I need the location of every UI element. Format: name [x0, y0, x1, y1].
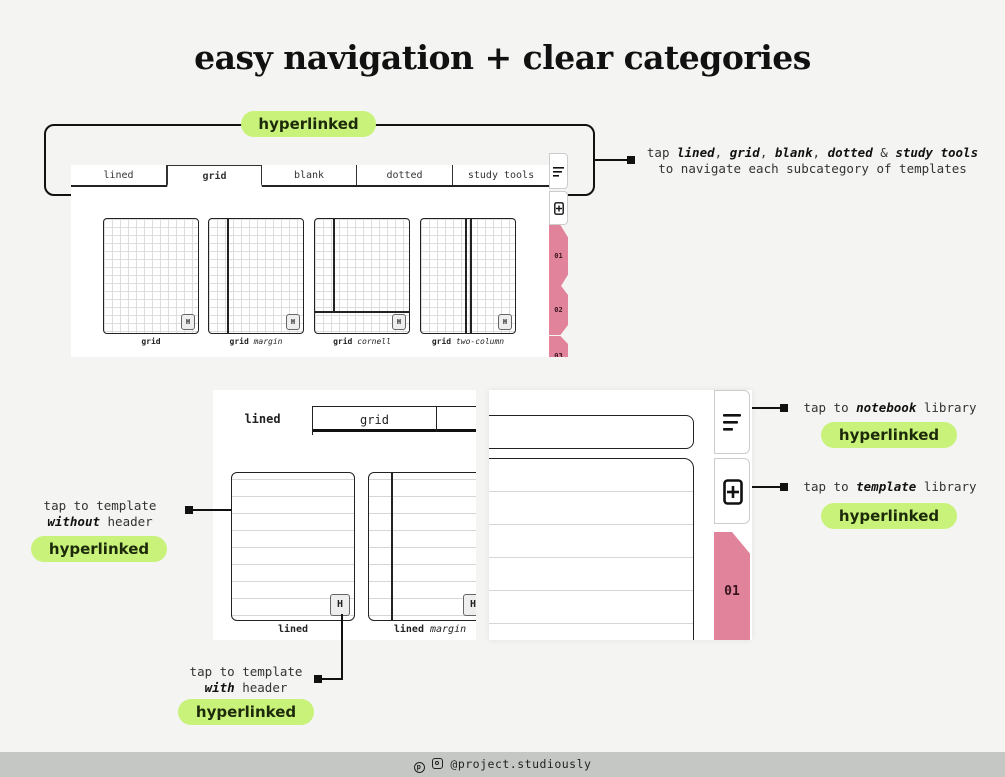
callout-line	[341, 614, 343, 680]
callout-dot	[185, 506, 193, 514]
search-bar	[489, 415, 694, 449]
hyperlinked-badge-tabs: hyperlinked	[241, 111, 376, 137]
template-caption: lined margin	[393, 624, 467, 635]
pinterest-icon[interactable]: p	[413, 762, 425, 773]
notebook-list	[489, 458, 694, 640]
tab-dotted[interactable]: dotted	[357, 165, 453, 185]
side-rail-panel: 01	[489, 390, 752, 640]
header-button[interactable]: H	[330, 594, 350, 616]
page-title: easy navigation + clear categories	[194, 38, 811, 77]
hyperlinked-badge-without-header: hyperlinked	[31, 536, 167, 562]
callout-line	[190, 509, 232, 511]
template-caption: grid margin	[229, 337, 283, 346]
category-tab-bar	[213, 406, 476, 432]
notebook-library-tab[interactable]	[549, 153, 568, 189]
template-grid-margin[interactable]: H	[208, 218, 304, 334]
instagram-icon[interactable]	[431, 758, 443, 769]
tab-study-tools[interactable]: study tools	[467, 170, 535, 181]
callout-dot	[780, 483, 788, 491]
template-caption: grid cornell	[333, 337, 391, 346]
callout-line	[318, 678, 343, 680]
notebook-library-tab[interactable]	[714, 390, 750, 454]
side-tab-03[interactable]: 03	[549, 336, 568, 357]
tab-blank[interactable]: blank	[262, 165, 357, 185]
menu-lines-icon	[723, 414, 741, 431]
tabs-callout-note: tap lined, grid, blank, dotted & study t…	[646, 145, 979, 176]
callout-line	[752, 486, 784, 488]
callout-dot	[627, 156, 635, 164]
column-divider	[465, 219, 467, 333]
category-tab-bar: lined grid blank dotted study tools	[71, 165, 549, 187]
cornell-summary-line	[315, 311, 409, 313]
callout-dot	[780, 404, 788, 412]
template-caption: lined	[277, 624, 309, 635]
grid-templates-panel: lined grid blank dotted study tools H gr…	[71, 165, 549, 357]
header-button[interactable]: H	[181, 314, 195, 330]
header-button[interactable]: H	[392, 314, 406, 330]
tab-lined[interactable]: lined	[213, 406, 313, 435]
side-tab-02[interactable]: 02	[549, 285, 568, 335]
template-grid-two-column[interactable]: H	[420, 218, 516, 334]
column-divider	[470, 219, 472, 333]
callout-line	[595, 159, 628, 161]
template-caption: grid	[141, 337, 161, 346]
tab-grid[interactable]: grid	[313, 406, 437, 432]
template-lined-margin[interactable]: H	[368, 472, 476, 621]
footer: p @project.studiously	[0, 752, 1005, 777]
tab-lined[interactable]: lined	[71, 165, 167, 185]
cornell-column-line	[333, 219, 335, 311]
template-lined[interactable]: H	[231, 472, 355, 621]
hyperlinked-badge-template: hyperlinked	[821, 503, 957, 529]
side-tab-01[interactable]: 01	[549, 225, 568, 287]
template-caption: grid two-column	[431, 337, 505, 346]
lined-templates-panel: lined grid H lined H lined margin	[213, 390, 476, 640]
tab-next-partial[interactable]	[437, 406, 476, 432]
hyperlinked-badge-with-header: hyperlinked	[178, 699, 314, 725]
notebook-library-note: tap to notebook library	[803, 400, 977, 415]
side-tab-01[interactable]: 01	[714, 532, 750, 640]
template-library-tab[interactable]	[549, 191, 568, 225]
header-button[interactable]: H	[286, 314, 300, 330]
add-template-icon	[723, 479, 743, 505]
template-grid[interactable]: H	[103, 218, 199, 334]
margin-line	[391, 473, 393, 620]
top-side-rail: 01 02 03	[549, 153, 568, 357]
callout-dot	[314, 675, 322, 683]
template-library-tab[interactable]	[714, 458, 750, 524]
social-handle[interactable]: @project.studiously	[450, 757, 592, 771]
template-grid-cornell[interactable]: H	[314, 218, 410, 334]
menu-lines-icon	[553, 167, 564, 177]
tab-grid[interactable]: grid	[167, 165, 262, 187]
margin-line	[227, 219, 229, 333]
add-template-icon	[554, 202, 564, 215]
hyperlinked-badge-notebook: hyperlinked	[821, 422, 957, 448]
callout-line	[752, 407, 784, 409]
template-library-note: tap to template library	[803, 479, 977, 494]
header-button[interactable]: H	[463, 594, 476, 616]
header-button[interactable]: H	[498, 314, 512, 330]
